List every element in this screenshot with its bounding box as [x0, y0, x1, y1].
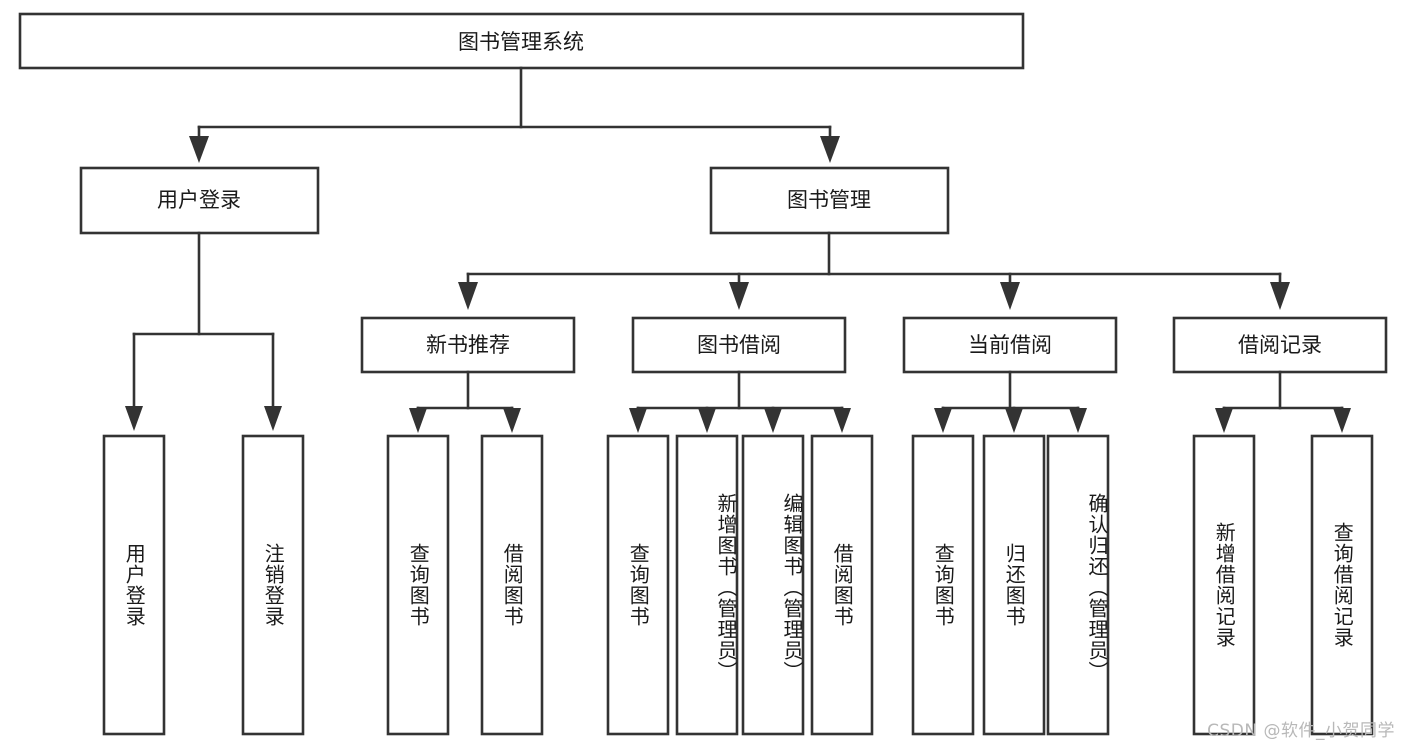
arrow-head-leaf-edit-book [764, 408, 782, 433]
node-borrow-record-box[interactable] [1172, 316, 1388, 374]
arrow-head-leaf-return-book [1005, 408, 1023, 433]
arrow-head-leaf-add-book [698, 408, 716, 433]
arrow-head-newbook [458, 282, 478, 310]
leaf-box-add-record[interactable] [1192, 434, 1256, 736]
arrow-head-leaf-query-book-2 [629, 408, 647, 433]
node-book-borrow-box[interactable] [631, 316, 847, 374]
node-current-borrow-box[interactable] [902, 316, 1118, 374]
arrow-head-leaf-user-login [125, 406, 143, 431]
node-new-book-recommend-label: 新书推荐 [426, 333, 510, 357]
arrow-head-leaf-query-book-3 [934, 408, 952, 433]
arrow-head-leaf-borrow-book-1 [503, 408, 521, 433]
arrow-head-leaf-query-book-1 [409, 408, 427, 433]
node-root-label: 图书管理系统 [458, 30, 584, 54]
leaf-box-return-book[interactable] [982, 434, 1046, 736]
arrow-head-leaf-confirm-return [1069, 408, 1087, 433]
arrow-head-current [1000, 282, 1020, 310]
leaf-box-edit-book[interactable] [741, 434, 805, 736]
node-borrow-record-label: 借阅记录 [1238, 333, 1322, 357]
arrow-head-leaf-logout [264, 406, 282, 431]
node-book-mgmt-label: 图书管理 [787, 188, 871, 212]
node-current-borrow-label: 当前借阅 [968, 333, 1052, 357]
leaf-box-logout[interactable] [241, 434, 305, 736]
leaf-box-add-book[interactable] [675, 434, 739, 736]
leaf-box-query-book-1[interactable] [386, 434, 450, 736]
leaf-box-borrow-book-1[interactable] [480, 434, 544, 736]
arrow-head-leaf-add-record [1215, 408, 1233, 433]
node-root-box[interactable] [18, 12, 1025, 70]
node-book-borrow-label: 图书借阅 [697, 333, 781, 357]
node-book-mgmt-box[interactable] [709, 166, 950, 235]
arrow-head-leaf-query-record [1333, 408, 1351, 433]
arrow-head-borrow [729, 282, 749, 310]
leaf-box-confirm-return[interactable] [1046, 434, 1110, 736]
arrow-head-user-login [189, 136, 209, 163]
leaf-box-user-login[interactable] [102, 434, 166, 736]
node-new-book-recommend-box[interactable] [360, 316, 576, 374]
watermark-text: CSDN @软件_小贺同学 [1207, 721, 1395, 741]
arrow-head-record [1270, 282, 1290, 310]
leaf-box-query-book-3[interactable] [911, 434, 975, 736]
leaf-box-borrow-book-2[interactable] [810, 434, 874, 736]
leaf-box-query-record[interactable] [1310, 434, 1374, 736]
arrow-head-leaf-borrow-book-2 [833, 408, 851, 433]
leaf-box-query-book-2[interactable] [606, 434, 670, 736]
node-user-login-label: 用户登录 [157, 188, 241, 212]
arrow-head-book-mgmt [820, 136, 840, 163]
